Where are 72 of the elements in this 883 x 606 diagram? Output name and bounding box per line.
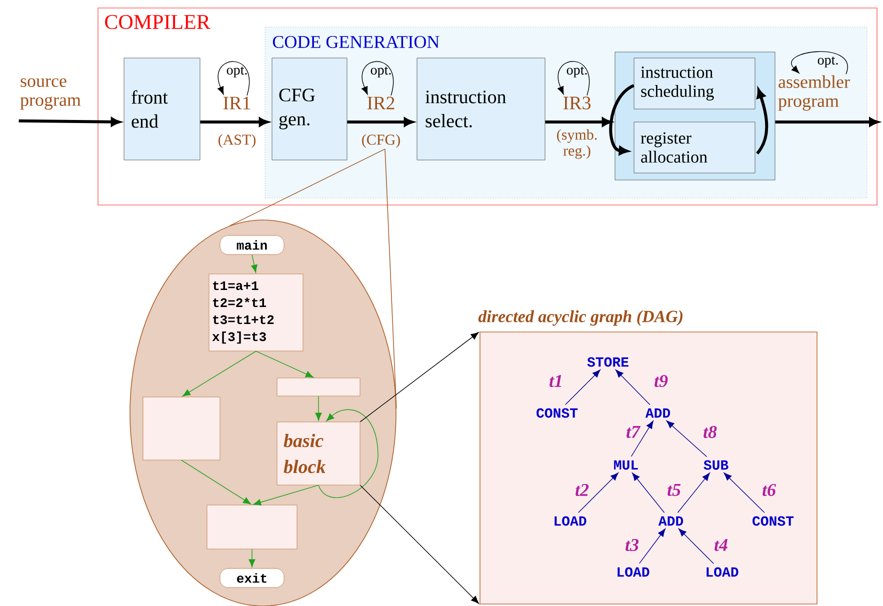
edge-label: t8	[704, 426, 717, 438]
arrow	[677, 472, 710, 513]
arrow	[182, 350, 256, 396]
edge-label: t1	[550, 374, 562, 388]
ir-caption: (symb. reg.)	[557, 129, 597, 159]
zoom-line	[230, 148, 386, 226]
terminal-box: exit	[220, 568, 284, 588]
arrow	[578, 472, 618, 513]
zoom-arrow	[360, 484, 479, 604]
arrow	[251, 254, 258, 273]
terminal-box: main	[220, 235, 284, 255]
edge-label: t4	[714, 538, 728, 552]
block-box	[276, 378, 360, 396]
arrow	[253, 484, 319, 506]
arrow	[632, 472, 665, 513]
loop-arrow	[318, 409, 378, 498]
edge-label: t9	[654, 374, 668, 388]
cycle-arrow	[609, 84, 635, 155]
edge-label: t3	[626, 538, 639, 552]
block-box	[206, 504, 298, 550]
edge-label: opt.	[226, 66, 247, 78]
arrow	[724, 472, 765, 513]
loop-arrow	[791, 51, 848, 74]
ir-label: IR1	[223, 96, 250, 110]
ir-label: IR3	[563, 96, 590, 110]
code-box: t1=a+1 t2=2*t1 t3=t1+t2 x[3]=t3	[208, 274, 304, 352]
ir-caption: (CFG)	[362, 134, 400, 148]
operation-label: CONST	[536, 408, 578, 418]
arrow	[315, 396, 322, 421]
arrow	[248, 548, 256, 568]
zoom-line	[384, 148, 397, 409]
process-box: front end	[124, 58, 200, 160]
ir-label: IR2	[367, 96, 394, 110]
edge-label: opt.	[370, 66, 391, 78]
edge-label: t5	[668, 484, 681, 496]
operation-label: ADD	[645, 408, 670, 418]
output-label: assembler program	[778, 75, 850, 111]
arrow	[256, 350, 314, 378]
block-box: basic block	[276, 422, 360, 486]
arrow	[630, 420, 654, 457]
process-box: instruction scheduling	[634, 58, 756, 110]
arrow	[565, 370, 600, 405]
loop-arrow	[558, 61, 590, 96]
edge-label: opt.	[818, 56, 838, 68]
process-box: CFG gen.	[272, 58, 348, 160]
arrow	[666, 420, 708, 458]
process-box: instruction select.	[416, 58, 546, 160]
edge-label: t2	[576, 484, 589, 496]
flow-arrow	[775, 118, 879, 126]
operation-label: LOAD	[706, 567, 738, 577]
operation-label: STORE	[587, 357, 628, 367]
operation-label: LOAD	[554, 516, 586, 526]
arrow	[678, 528, 714, 564]
loop-arrow	[362, 61, 394, 96]
edge-label: opt.	[566, 66, 587, 78]
zoom-arrow	[360, 332, 479, 422]
operation-label: SUB	[704, 460, 728, 470]
input-label: source program	[20, 78, 81, 110]
operation-label: MUL	[614, 460, 638, 470]
arrow	[181, 460, 252, 504]
loop-arrow	[218, 61, 250, 96]
operation-label: CONST	[752, 516, 794, 526]
ir-caption: (AST)	[218, 134, 256, 148]
arrow	[639, 528, 666, 564]
operation-label: ADD	[658, 516, 684, 526]
block-box	[142, 396, 220, 460]
process-box: register allocation	[634, 122, 756, 174]
arrow	[615, 370, 650, 406]
operation-label: LOAD	[618, 567, 650, 577]
edge-label: t6	[762, 484, 776, 496]
edge-label: t7	[626, 426, 641, 438]
node-label: directed acyclic graph (DAG)	[478, 310, 682, 326]
